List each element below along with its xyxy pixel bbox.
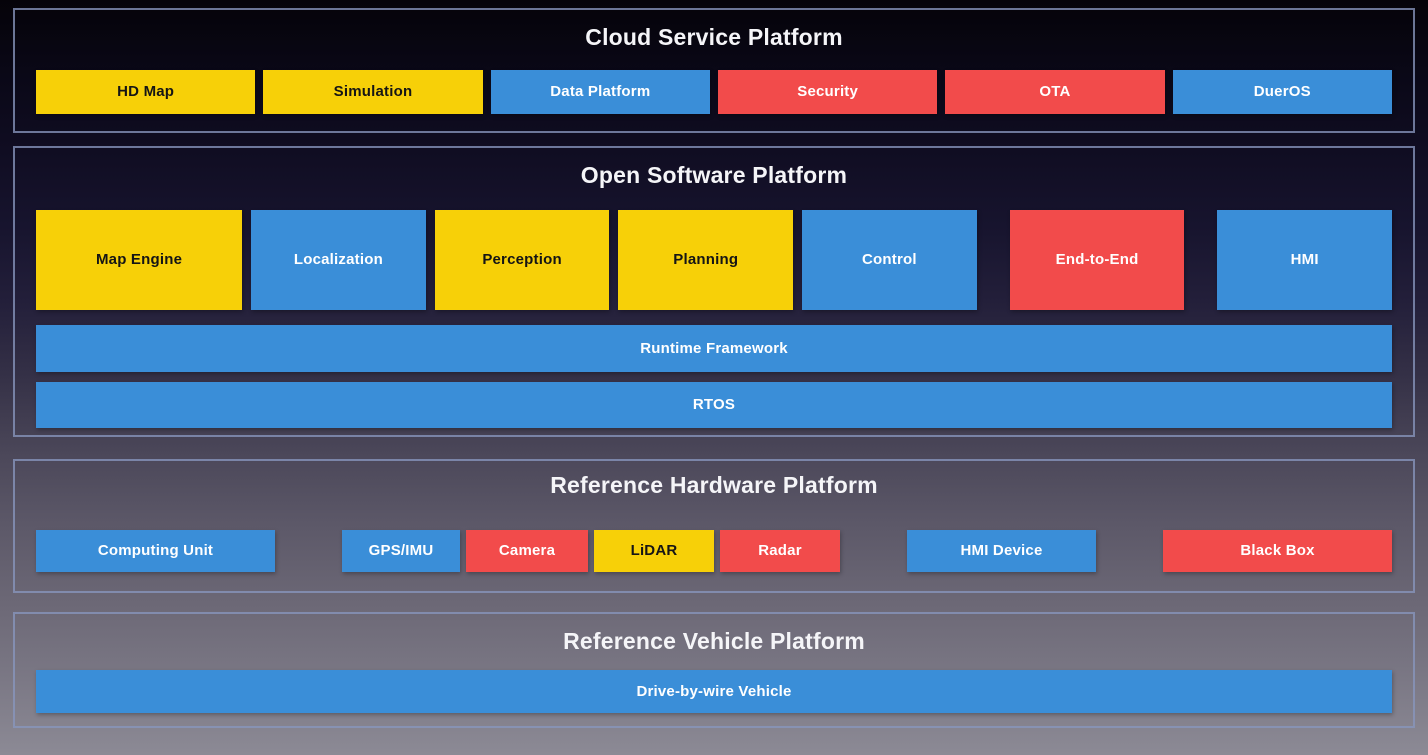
cloud-platform-title: Cloud Service Platform (585, 24, 843, 50)
module-hmi: HMI (1217, 209, 1393, 310)
hardware-platform-title: Reference Hardware Platform (550, 472, 878, 498)
hardware-modules-row: Computing Unit GPS/IMU Camera LiDAR Rada… (36, 529, 1392, 572)
module-planning: Planning (618, 209, 794, 310)
module-security: Security (717, 69, 938, 114)
bar-drive-by-wire-vehicle: Drive-by-wire Vehicle (36, 669, 1392, 713)
module-localization: Localization (251, 209, 426, 310)
module-perception: Perception (434, 209, 610, 310)
module-simulation: Simulation (263, 69, 483, 114)
reference-vehicle-platform-section: Reference Vehicle Platform Drive-by-wire… (13, 612, 1415, 728)
module-lidar: LiDAR (594, 529, 714, 572)
module-map-engine: Map Engine (36, 209, 243, 310)
module-camera: Camera (466, 529, 588, 572)
module-data-platform: Data Platform (490, 69, 710, 114)
vehicle-platform-title: Reference Vehicle Platform (563, 628, 865, 654)
module-gps-imu: GPS/IMU (342, 529, 460, 572)
software-platform-title: Open Software Platform (580, 162, 848, 188)
open-software-platform-section: Open Software Platform Map Engine Locali… (13, 146, 1415, 437)
bar-rtos: RTOS (36, 381, 1392, 428)
module-hd-map: HD Map (36, 69, 256, 114)
cloud-service-platform-section: Cloud Service Platform HD Map Simulation… (13, 8, 1415, 133)
module-black-box: Black Box (1163, 529, 1392, 572)
module-hmi-device: HMI Device (907, 529, 1096, 572)
bar-runtime-framework: Runtime Framework (36, 324, 1392, 372)
software-modules-row: Map Engine Localization Perception Plann… (36, 209, 1393, 310)
sensor-cluster: GPS/IMU Camera LiDAR Radar (342, 529, 840, 572)
cloud-services-row: HD Map Simulation Data Platform Security… (36, 69, 1392, 114)
module-dueros: DuerOS (1172, 69, 1392, 114)
module-computing-unit: Computing Unit (36, 529, 275, 572)
module-control: Control (802, 209, 977, 310)
module-ota: OTA (945, 69, 1165, 114)
module-radar: Radar (720, 529, 840, 572)
module-end-to-end: End-to-End (1009, 209, 1185, 310)
reference-hardware-platform-section: Reference Hardware Platform Computing Un… (13, 459, 1415, 593)
